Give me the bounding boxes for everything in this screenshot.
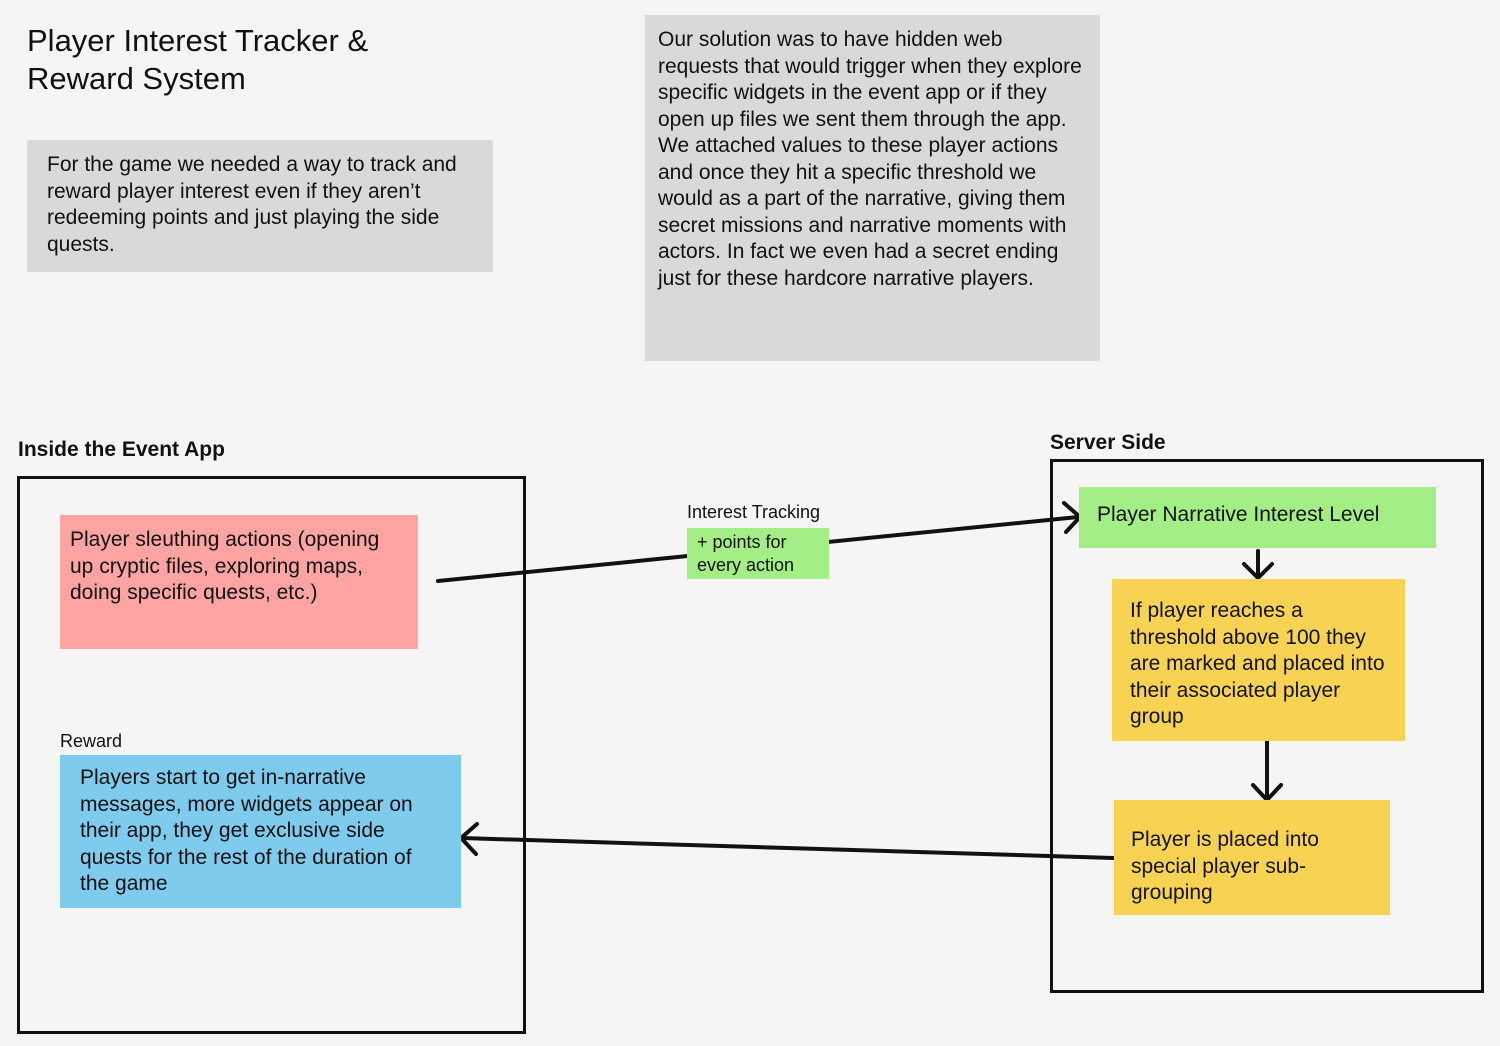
node-special-subgroup: Player is placed into special player sub…	[1114, 800, 1390, 915]
note-solution: Our solution was to have hidden web requ…	[645, 15, 1100, 361]
arrowhead-threshold	[1242, 562, 1274, 580]
node-reward: Players start to get in-narrative messag…	[60, 755, 461, 908]
section-label-server-side: Server Side	[1050, 431, 1166, 454]
note-problem: For the game we needed a way to track an…	[27, 140, 493, 272]
edge-subgroup-to-reward	[460, 836, 1115, 860]
arrowhead-reward	[459, 822, 479, 856]
node-narrative-interest-level: Player Narrative Interest Level	[1079, 487, 1436, 548]
node-threshold-check: If player reaches a threshold above 100 …	[1112, 579, 1405, 741]
diagram-title: Player Interest Tracker & Reward System	[27, 23, 369, 96]
edge-label-points: + points for every action	[687, 528, 829, 579]
edge-label-interest-tracking: Interest Tracking	[687, 502, 821, 522]
frame-inside-app	[17, 476, 526, 1034]
frame-server-side	[1050, 459, 1484, 993]
node-player-sleuthing-actions: Player sleuthing actions (opening up cry…	[60, 515, 418, 649]
section-label-inside-app: Inside the Event App	[18, 438, 225, 461]
reward-label: Reward	[60, 731, 123, 751]
